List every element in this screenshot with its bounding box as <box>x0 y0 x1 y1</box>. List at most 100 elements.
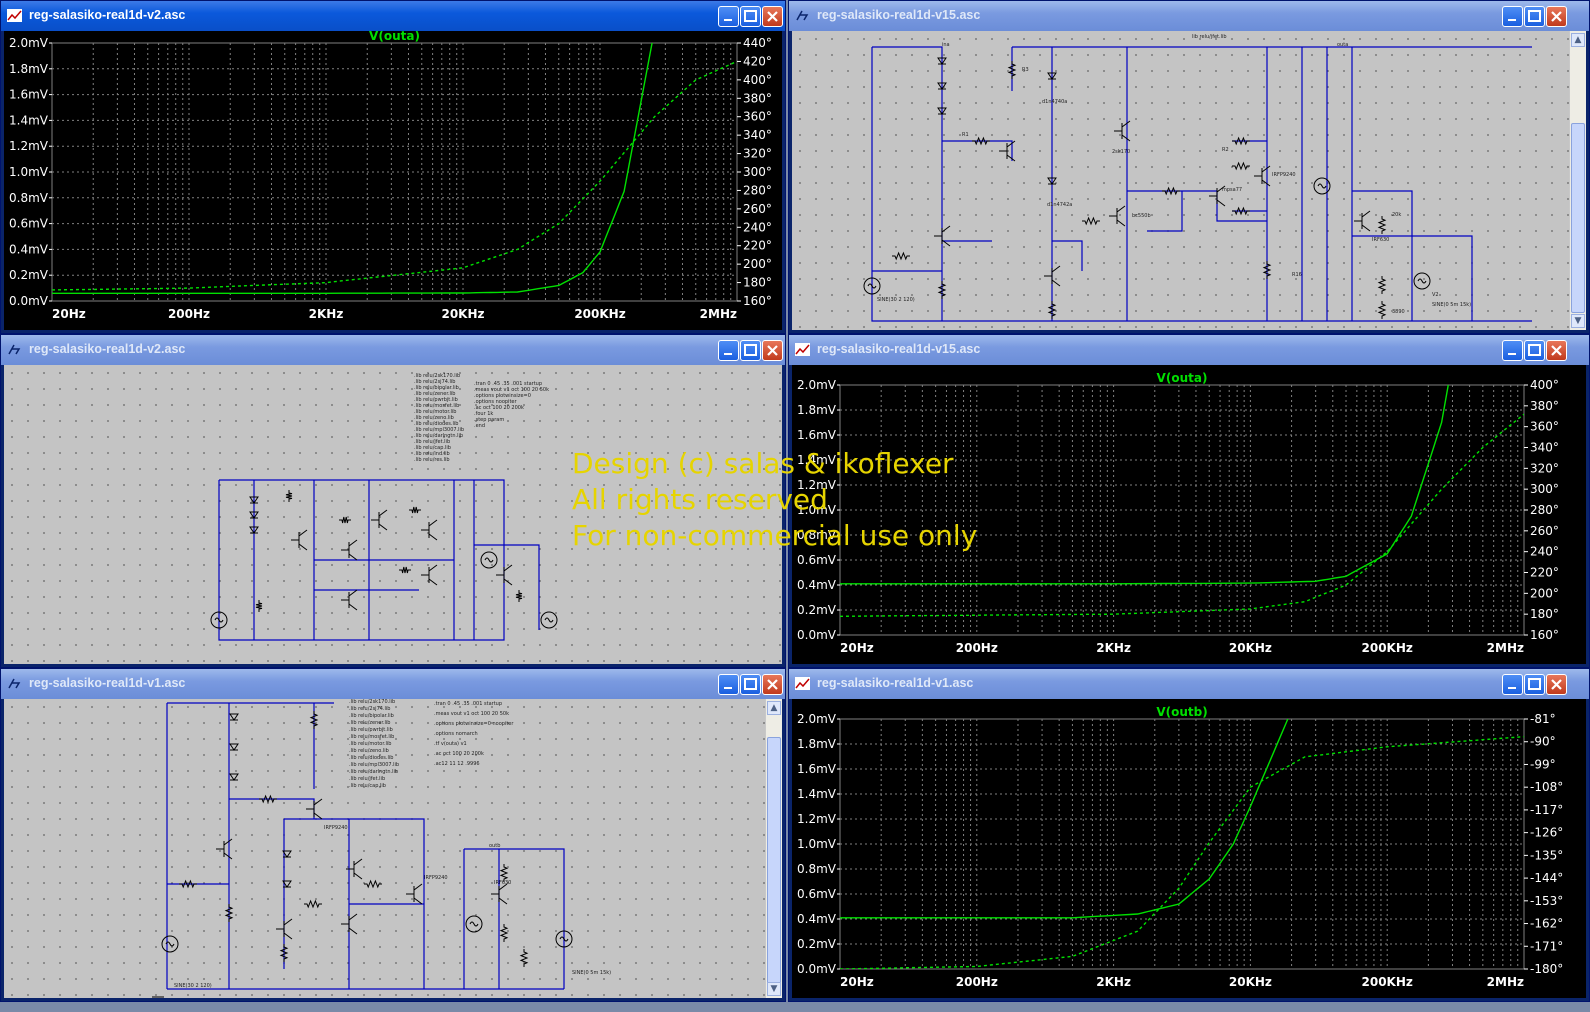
schematic-canvas[interactable]: .lib relu/2sk170.lib.lib relu/2sj74.lib.… <box>4 699 766 998</box>
x-tick-label: 200Hz <box>956 641 998 655</box>
close-button[interactable] <box>1546 6 1567 27</box>
diode <box>229 743 239 751</box>
magnitude-trace[interactable] <box>840 699 1299 919</box>
schematic-window-middle-left[interactable]: reg-salasiko-real1d-v2.asc .lib relu/2sk… <box>0 334 786 668</box>
y-tick-label: 0.6mV <box>797 553 837 567</box>
plot-title[interactable]: V(outa) <box>369 31 420 43</box>
plot-title[interactable]: V(outb) <box>1156 705 1207 719</box>
maximize-button[interactable] <box>740 674 761 695</box>
close-button[interactable] <box>1546 674 1567 695</box>
diode <box>229 773 239 781</box>
schematic-canvas[interactable]: .lib relu/2sk170.lib.lib relu/2sj74.lib.… <box>4 365 782 664</box>
title-bar[interactable]: reg-salasiko-real1d-v2.asc <box>1 1 785 31</box>
magnitude-trace[interactable] <box>52 31 675 294</box>
maximize-icon <box>1528 10 1541 22</box>
voltage-source <box>210 611 228 629</box>
window-title: reg-salasiko-real1d-v1.asc <box>29 676 186 690</box>
maximize-button[interactable] <box>740 340 761 361</box>
scroll-down-button[interactable]: ▼ <box>1571 314 1585 328</box>
minimize-button[interactable] <box>718 340 739 361</box>
scroll-up-button[interactable]: ▲ <box>767 701 781 715</box>
x-tick-label: 20KHz <box>1229 975 1272 989</box>
resistor <box>285 490 293 502</box>
spice-directive: .lib relu/cap.lib <box>414 445 451 451</box>
component-label: outb <box>489 843 500 849</box>
minimize-button[interactable] <box>1502 340 1523 361</box>
minimize-button[interactable] <box>718 674 739 695</box>
x-tick-label: 200KHz <box>1362 975 1413 989</box>
component-label: d1n4740a <box>1042 99 1067 105</box>
minimize-button[interactable] <box>718 6 739 27</box>
spice-directive: .lib relu/zeno.lib <box>414 415 454 421</box>
y2-tick-label: 160° <box>1530 628 1559 642</box>
transistor <box>1209 185 1226 207</box>
title-bar[interactable]: reg-salasiko-real1d-v15.asc <box>789 1 1589 31</box>
scroll-down-button[interactable]: ▼ <box>767 982 781 996</box>
spice-directive: .lib relu/pwrbjt.lib <box>349 727 393 733</box>
component-label: SINE(0 5m 15k) <box>1432 302 1471 308</box>
minimize-button[interactable] <box>1502 674 1523 695</box>
resistor <box>892 251 910 261</box>
maximize-button[interactable] <box>1524 674 1545 695</box>
y-tick-label: 0.0mV <box>797 962 837 976</box>
spice-directive: .lib relu/2sj74.lib <box>349 706 390 712</box>
transistor <box>934 225 951 247</box>
y2-tick-label: 320° <box>1530 461 1559 475</box>
close-button[interactable] <box>1546 340 1567 361</box>
title-bar[interactable]: reg-salasiko-real1d-v1.asc <box>1 669 785 699</box>
phase-trace[interactable] <box>840 736 1524 969</box>
diode <box>937 82 947 90</box>
plot-frame <box>51 42 738 302</box>
maximize-button[interactable] <box>740 6 761 27</box>
y2-tick-label: -81° <box>1530 712 1556 726</box>
scroll-thumb[interactable] <box>767 737 781 987</box>
plot-window-middle-right[interactable]: reg-salasiko-real1d-v15.asc V(outa)2.0mV… <box>788 334 1590 668</box>
magnitude-trace[interactable] <box>840 365 1462 585</box>
resistor <box>399 566 411 574</box>
y-tick-label: 1.4mV <box>797 787 837 801</box>
y-tick-label: 2.0mV <box>797 712 837 726</box>
plot-title[interactable]: V(outa) <box>1157 371 1208 385</box>
vertical-scrollbar[interactable]: ▲ ▼ <box>1569 31 1586 330</box>
close-button[interactable] <box>762 6 783 27</box>
plot-window-bottom-right[interactable]: reg-salasiko-real1d-v1.asc V(outb) 2.0mV 1… <box>788 668 1590 1002</box>
y-tick-label: 0.8mV <box>9 191 49 205</box>
svg-text:lib relu/jfet.lib: lib relu/jfet.lib <box>1192 34 1227 40</box>
vertical-scrollbar[interactable]: ▲ ▼ <box>765 699 782 998</box>
phase-trace[interactable] <box>52 60 737 291</box>
minimize-button[interactable] <box>1502 6 1523 27</box>
y2-tick-label: 440° <box>743 36 772 50</box>
scroll-up-button[interactable]: ▲ <box>1571 33 1585 47</box>
transistor <box>1254 165 1271 187</box>
voltage-source <box>465 915 483 933</box>
diode <box>282 880 292 888</box>
spice-directive: .ac oct 100 20 200k <box>474 405 524 411</box>
schematic-window-bottom-left[interactable]: reg-salasiko-real1d-v1.asc .lib relu/2sk… <box>0 668 786 1002</box>
title-bar[interactable]: reg-salasiko-real1d-v15.asc <box>789 335 1589 365</box>
scroll-thumb[interactable] <box>1571 123 1585 313</box>
wire <box>1352 190 1413 321</box>
wire <box>1052 240 1083 271</box>
close-icon <box>767 345 778 356</box>
window-title: reg-salasiko-real1d-v2.asc <box>29 342 186 356</box>
close-button[interactable] <box>762 340 783 361</box>
close-button[interactable] <box>762 674 783 695</box>
maximize-button[interactable] <box>1524 6 1545 27</box>
close-icon <box>1551 11 1562 22</box>
y2-tick-label: 240° <box>1530 545 1559 559</box>
phase-trace[interactable] <box>840 413 1524 617</box>
title-bar[interactable]: reg-salasiko-real1d-v1.asc <box>789 669 1589 699</box>
maximize-button[interactable] <box>1524 340 1545 361</box>
title-bar[interactable]: reg-salasiko-real1d-v2.asc <box>1 335 785 365</box>
resistor <box>224 904 234 922</box>
x-tick-label: 2MHz <box>1487 641 1524 655</box>
schematic-icon <box>8 678 21 689</box>
sine-symbol <box>1317 183 1327 189</box>
spice-directive: .lib relu/motor.lib <box>349 741 391 747</box>
